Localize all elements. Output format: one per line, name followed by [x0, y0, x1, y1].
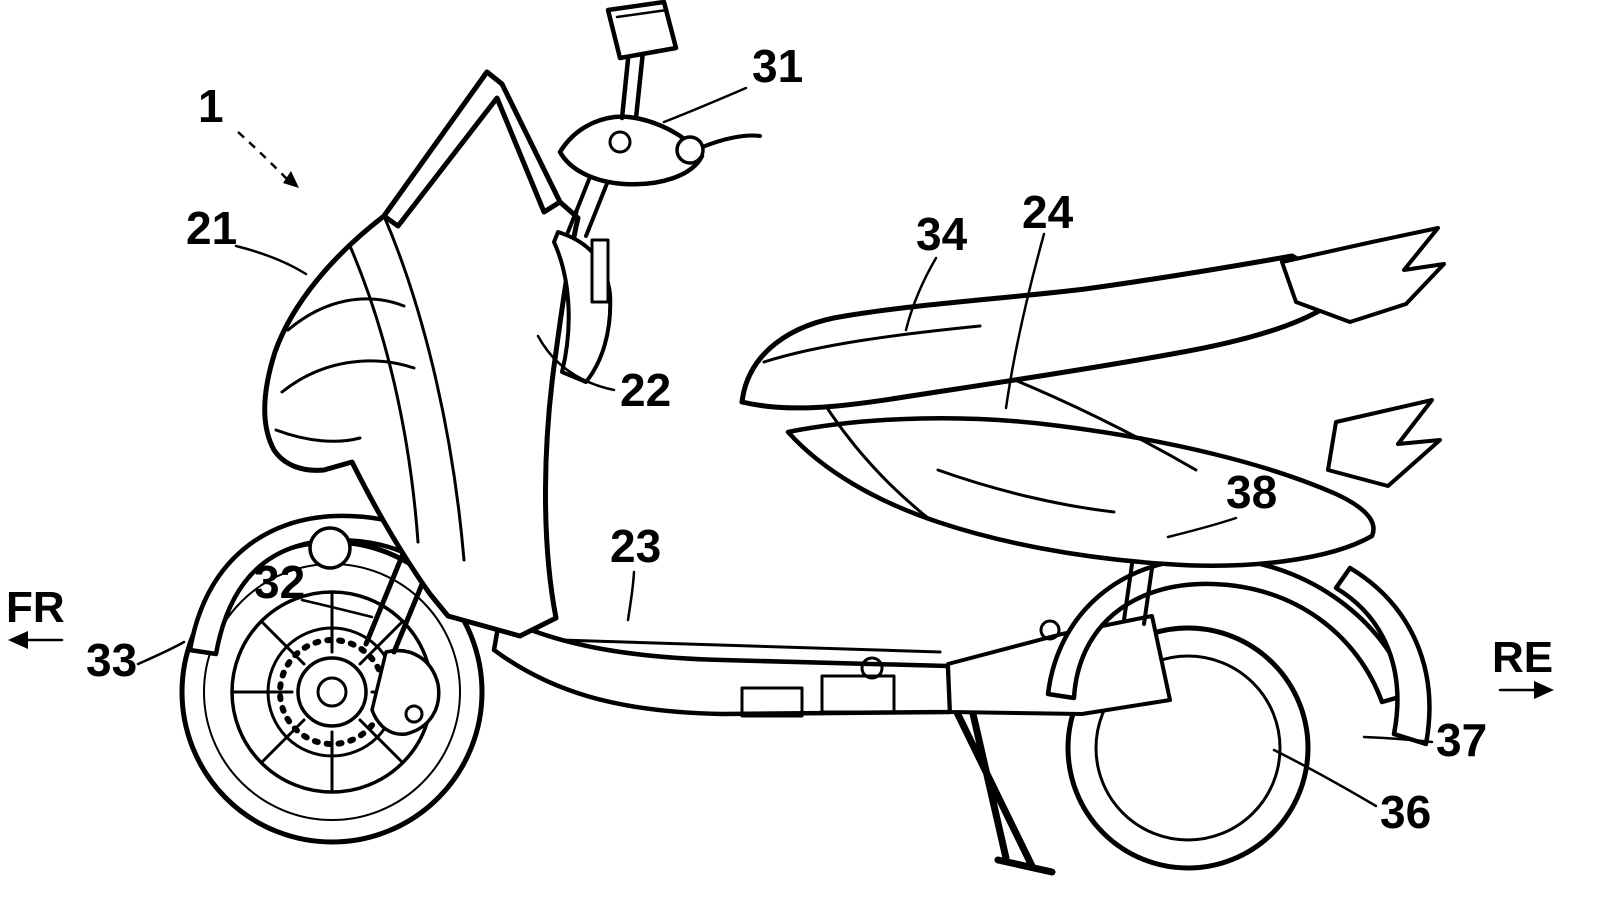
label-22: 22 — [536, 334, 671, 416]
direction-rear: RE — [1492, 633, 1554, 699]
rear-body-panel — [785, 416, 1376, 568]
engine-detail-boxes — [740, 674, 896, 718]
leader-24 — [1004, 232, 1046, 410]
leg-shield-seams — [274, 214, 466, 562]
ref-numeral-36: 36 — [1380, 786, 1431, 838]
label-21: 21 — [186, 202, 308, 276]
label-23: 23 — [610, 520, 661, 622]
windshield — [381, 69, 563, 229]
swingarm-bolt — [1039, 619, 1061, 641]
leader-21 — [234, 244, 308, 276]
grip-end — [675, 135, 705, 165]
ref-numeral-21: 21 — [186, 202, 237, 254]
body-round-detail — [308, 526, 352, 570]
label-38: 38 — [1166, 466, 1277, 539]
leader-34 — [904, 256, 938, 332]
rear-wheel-rim — [1094, 654, 1282, 842]
ref-numeral-22: 22 — [620, 364, 671, 416]
handlebar-detail — [608, 130, 632, 154]
label-34: 34 — [904, 208, 968, 332]
label-36: 36 — [1272, 748, 1431, 838]
ref-numeral-23: 23 — [610, 520, 661, 572]
fork-tube-detail — [590, 238, 610, 304]
mirror-inner-line — [615, 8, 669, 19]
leader-38 — [1166, 516, 1238, 539]
leader-37 — [1362, 735, 1434, 744]
label-31: 31 — [662, 40, 803, 124]
ref-numeral-38: 38 — [1226, 466, 1277, 518]
leader-33 — [136, 640, 186, 666]
front-hub — [296, 656, 368, 728]
ref-numeral-1: 1 — [198, 80, 224, 132]
label-33: 33 — [86, 634, 186, 686]
front-direction-label: FR — [6, 583, 65, 632]
leader-1 — [237, 131, 289, 181]
seat-seam — [762, 324, 982, 364]
ref-numeral-32: 32 — [254, 556, 305, 608]
ref-numeral-24: 24 — [1022, 186, 1074, 238]
label-37: 37 — [1362, 714, 1487, 766]
leader-36 — [1272, 748, 1378, 808]
front-axle — [316, 676, 348, 708]
front-arrow-head — [8, 631, 28, 649]
caliper-bolt — [404, 704, 424, 724]
ref-numeral-33: 33 — [86, 634, 137, 686]
tail-cowl-spikes — [1280, 226, 1446, 324]
label-1: 1 — [198, 80, 299, 188]
leader-23 — [626, 570, 636, 622]
engine-bolt — [860, 656, 884, 680]
ref-numeral-31: 31 — [752, 40, 803, 92]
scooter-drawing — [179, 0, 1446, 876]
reference-labels: 1 21 22 23 24 31 32 33 — [6, 40, 1554, 838]
leader-31 — [662, 86, 748, 124]
ref-numeral-34: 34 — [916, 208, 968, 260]
label-32: 32 — [254, 556, 374, 619]
label-24: 24 — [1004, 186, 1074, 410]
rear-direction-label: RE — [1492, 633, 1553, 682]
direction-front: FR — [6, 583, 65, 649]
brake-lever — [698, 133, 762, 150]
ref-numeral-37: 37 — [1436, 714, 1487, 766]
leader-22 — [536, 334, 616, 392]
arrowhead-1 — [283, 171, 299, 188]
center-stand — [942, 686, 1056, 876]
leader-32 — [300, 598, 374, 619]
brake-caliper — [370, 648, 441, 736]
rear-arrow-head — [1534, 681, 1554, 699]
rear-grab-spike — [1326, 398, 1442, 488]
front-leg-shield — [262, 69, 581, 639]
seat — [739, 253, 1328, 411]
